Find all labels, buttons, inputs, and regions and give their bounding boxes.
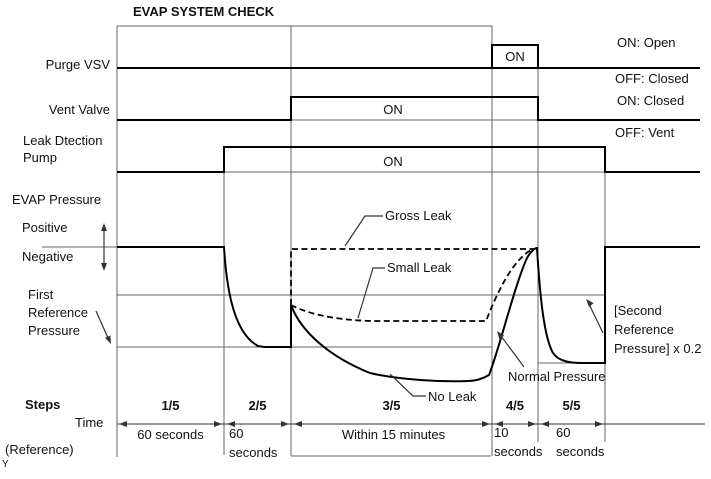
step-3-label: 3/5 bbox=[382, 398, 401, 413]
step-1-duration: 60 seconds bbox=[137, 427, 204, 442]
first-reference-arrowhead bbox=[105, 335, 111, 344]
negative-label: Negative bbox=[22, 249, 74, 264]
small-leak-label: Small Leak bbox=[387, 260, 452, 275]
reference-header: (Reference) bbox=[5, 442, 74, 457]
no-leak-label: No Leak bbox=[428, 389, 477, 404]
vent-valve-label: Vent Valve bbox=[48, 102, 110, 117]
callout-lines bbox=[95, 215, 604, 397]
first-reference-label-line1: First bbox=[28, 287, 54, 302]
second-reference-label-line3: Pressure] x 0.2 bbox=[614, 341, 702, 356]
gross-leak-callout-line bbox=[344, 215, 383, 247]
negative-arrowhead bbox=[101, 263, 107, 271]
step-5-duration-line2: seconds bbox=[556, 444, 605, 459]
signal-traces bbox=[117, 44, 700, 383]
first-reference-arrow-line bbox=[95, 310, 109, 339]
vent-legend-off: OFF: Vent bbox=[615, 125, 675, 140]
vent-legend-on: ON: Closed bbox=[617, 93, 685, 108]
step-2-label: 2/5 bbox=[248, 398, 267, 413]
small-leak-curve bbox=[290, 249, 532, 322]
second-reference-label-line1: [Second bbox=[614, 303, 662, 318]
first-reference-label-line3: Pressure bbox=[28, 323, 81, 338]
leak-pump-label-line1: Leak Dtection bbox=[23, 133, 103, 148]
positive-label: Positive bbox=[22, 220, 68, 235]
time-axis-arrowheads bbox=[119, 421, 603, 427]
normal-pressure-arrow-line bbox=[500, 335, 525, 368]
callout-arrowheads bbox=[101, 223, 594, 344]
purge-legend-on: ON: Open bbox=[617, 35, 676, 50]
step-5-duration-line1: 60 bbox=[556, 425, 571, 440]
figure-footnote: Y bbox=[2, 459, 9, 470]
gross-leak-label: Gross Leak bbox=[385, 208, 452, 223]
small-leak-callout-line bbox=[357, 267, 385, 319]
purge-legend-off: OFF: Closed bbox=[615, 71, 689, 86]
step-2-duration-line1: 60 bbox=[229, 426, 244, 441]
page-title: EVAP SYSTEM CHECK bbox=[133, 4, 275, 19]
step-3-duration: Within 15 minutes bbox=[341, 427, 446, 442]
steps-header: Steps bbox=[25, 397, 61, 412]
purge-vsv-label: Purge VSV bbox=[45, 57, 110, 72]
time-axis bbox=[117, 421, 705, 427]
normal-pressure-label: Normal Pressure bbox=[508, 369, 606, 384]
step-4-duration-line2: seconds bbox=[494, 444, 543, 459]
second-reference-arrow-line bbox=[588, 303, 604, 334]
grid-lines bbox=[42, 25, 606, 457]
step-4-duration-line1: 10 bbox=[494, 425, 509, 440]
purge-vsv-on-label: ON bbox=[505, 49, 525, 64]
time-header: Time bbox=[75, 415, 104, 430]
step-5-label: 5/5 bbox=[562, 398, 581, 413]
vent-valve-trace bbox=[117, 96, 700, 121]
step-4-label: 4/5 bbox=[505, 398, 525, 413]
leak-pump-label-line2: Pump bbox=[23, 150, 57, 165]
second-reference-label-line2: Reference bbox=[614, 322, 674, 337]
step-1-label: 1/5 bbox=[161, 398, 180, 413]
leak-curves bbox=[290, 248, 536, 322]
normal-pressure-arrowhead bbox=[497, 331, 505, 340]
second-reference-arrowhead bbox=[586, 299, 594, 308]
leak-pump-on-label: ON bbox=[383, 154, 403, 169]
evap-pressure-label: EVAP Pressure bbox=[12, 192, 102, 207]
positive-arrowhead bbox=[101, 223, 107, 231]
purge-vsv-on-pulse bbox=[491, 44, 539, 68]
leak-pump-trace bbox=[117, 146, 700, 173]
vent-valve-on-label: ON bbox=[383, 102, 403, 117]
step-2-duration-line2: seconds bbox=[229, 445, 278, 460]
no-leak-callout-line bbox=[389, 373, 426, 397]
gross-leak-curve bbox=[290, 248, 536, 305]
first-reference-label-line2: Reference bbox=[28, 305, 88, 320]
